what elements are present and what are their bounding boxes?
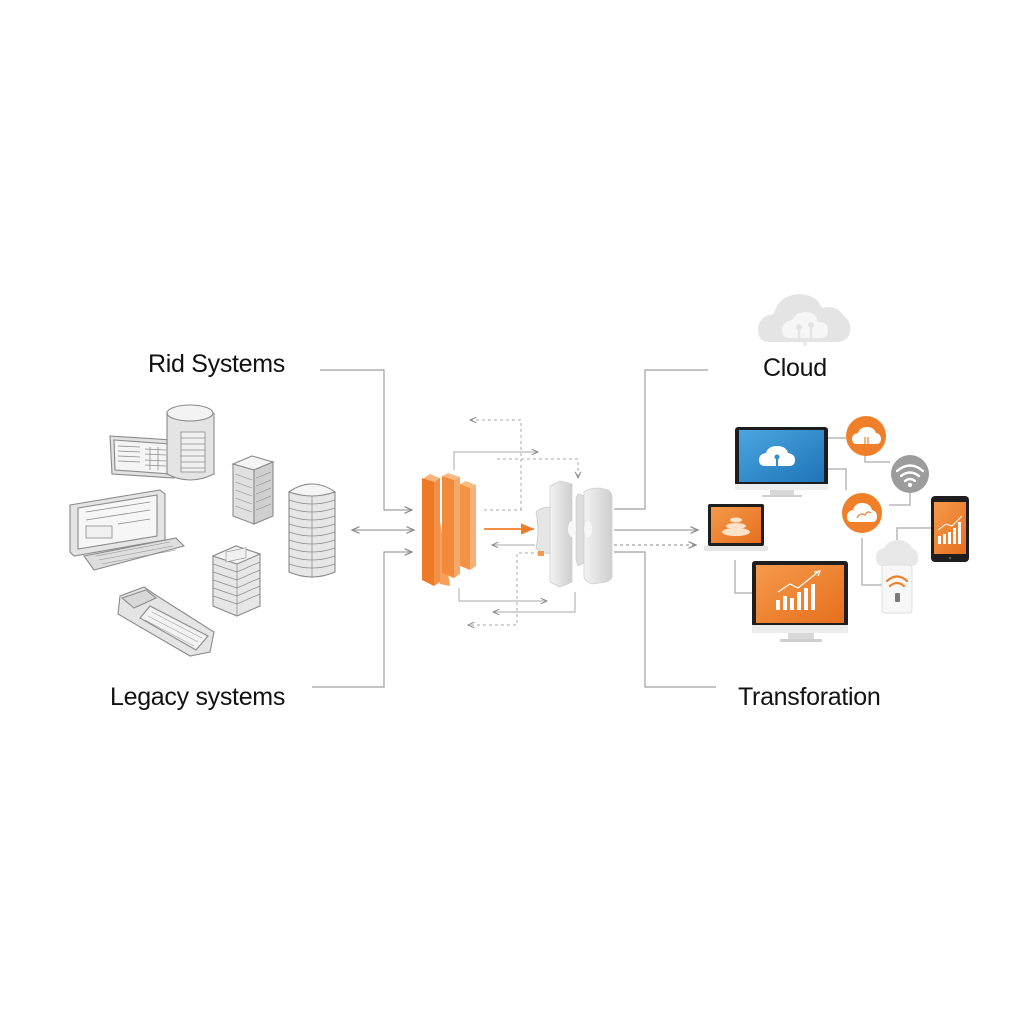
cloud-devices — [704, 294, 969, 642]
connector-legacy-systems — [312, 552, 412, 688]
label-cloud: Cloud — [763, 354, 827, 382]
connector-transformation — [614, 551, 716, 688]
stacked-server-icon — [211, 545, 262, 617]
monitor-chart-icon — [752, 561, 848, 642]
legacy-devices — [69, 404, 337, 657]
label-transformation: Transforation — [738, 683, 881, 711]
database-cylinder-icon — [166, 404, 215, 481]
handheld-keypad-icon — [117, 586, 215, 657]
connector-rid-systems — [320, 369, 412, 510]
right-connectors — [614, 369, 716, 688]
center-routing — [453, 420, 578, 625]
office-building-icon — [231, 455, 275, 525]
wifi-badge-icon — [891, 455, 929, 493]
desktop-terminal-icon — [69, 489, 186, 571]
cloud-router-icon — [876, 540, 918, 614]
label-rid-systems: Rid Systems — [148, 350, 286, 378]
orange-layered-blocks — [422, 473, 476, 586]
label-legacy-systems: Legacy systems — [110, 683, 286, 711]
terminal-panel-icon — [109, 435, 175, 479]
tablet-chart-icon — [931, 496, 969, 562]
gray-connector-block — [535, 480, 613, 588]
orange-cloud-sync-badge-icon — [842, 493, 882, 533]
orange-cloud-badge-icon — [846, 416, 886, 456]
blue-monitor-cloud-icon — [735, 427, 828, 497]
left-connectors — [312, 369, 414, 688]
server-tower-icon — [287, 483, 337, 578]
connector-cloud — [614, 369, 708, 510]
laptop-layers-icon — [704, 504, 768, 551]
cloud-icon — [758, 294, 851, 346]
